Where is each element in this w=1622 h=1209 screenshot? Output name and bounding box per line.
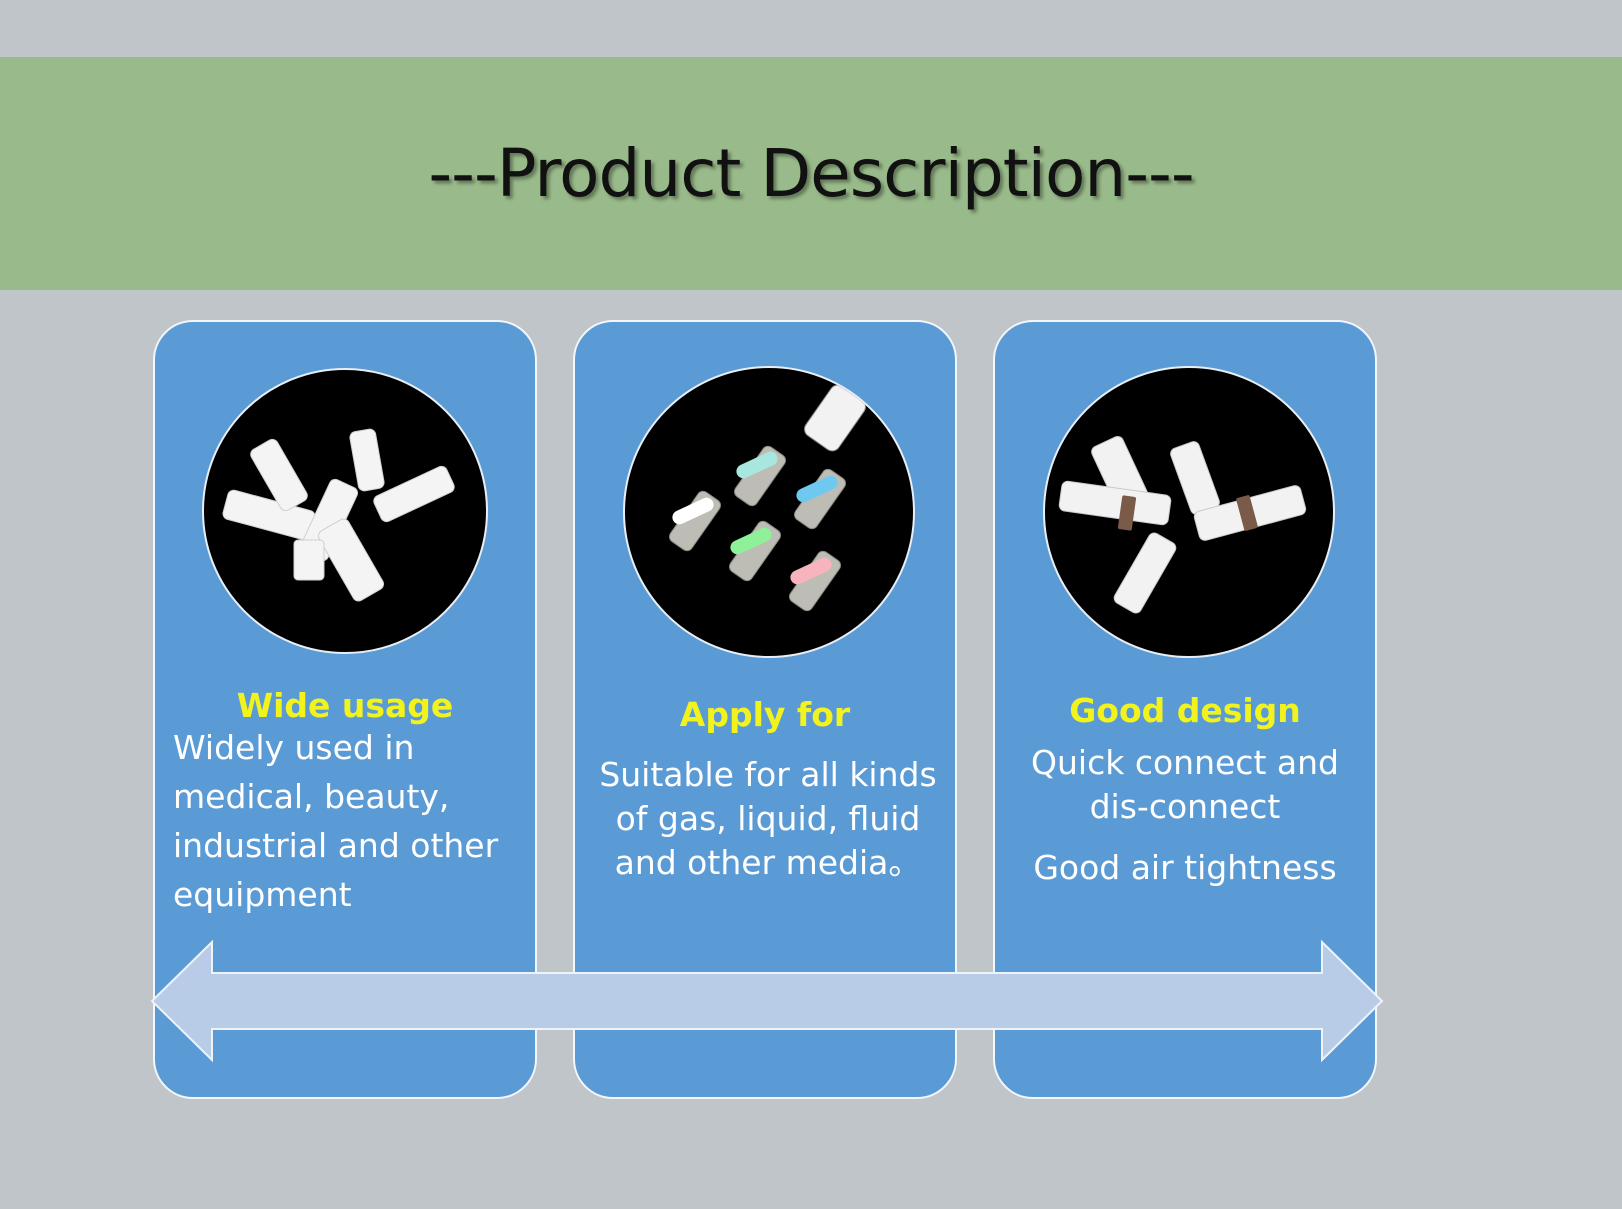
card-body: Widely used in medical, beauty, industri… [173,728,499,914]
card-body-line: Quick connect and [1031,743,1339,782]
page-title: ---Product Description--- [428,135,1194,212]
card-body-line: dis-connect [1089,787,1281,826]
card-heading: Wide usage [236,686,454,725]
card-body: Suitable for all kinds of gas, liquid, f… [599,755,937,882]
double-arrow-icon [150,939,1384,1063]
card-body-extra: Good air tightness [1033,848,1337,887]
card-heading: Good design [1069,691,1301,730]
card-good-design: Good design Quick connect and dis-connec… [993,320,1377,1099]
white-connectors-photo [202,368,488,654]
card-heading: Apply for [679,695,851,734]
colored-connectors-photo [623,366,915,658]
card-body: Quick connect and dis-connect Good air t… [995,741,1375,890]
card-wide-usage: Wide usage Widely used in medical, beaut… [153,320,537,1099]
bulkhead-connectors-photo [1043,366,1335,658]
card-apply-for: Apply for Suitable for all kinds of gas,… [573,320,957,1099]
title-banner: ---Product Description--- [0,57,1622,290]
